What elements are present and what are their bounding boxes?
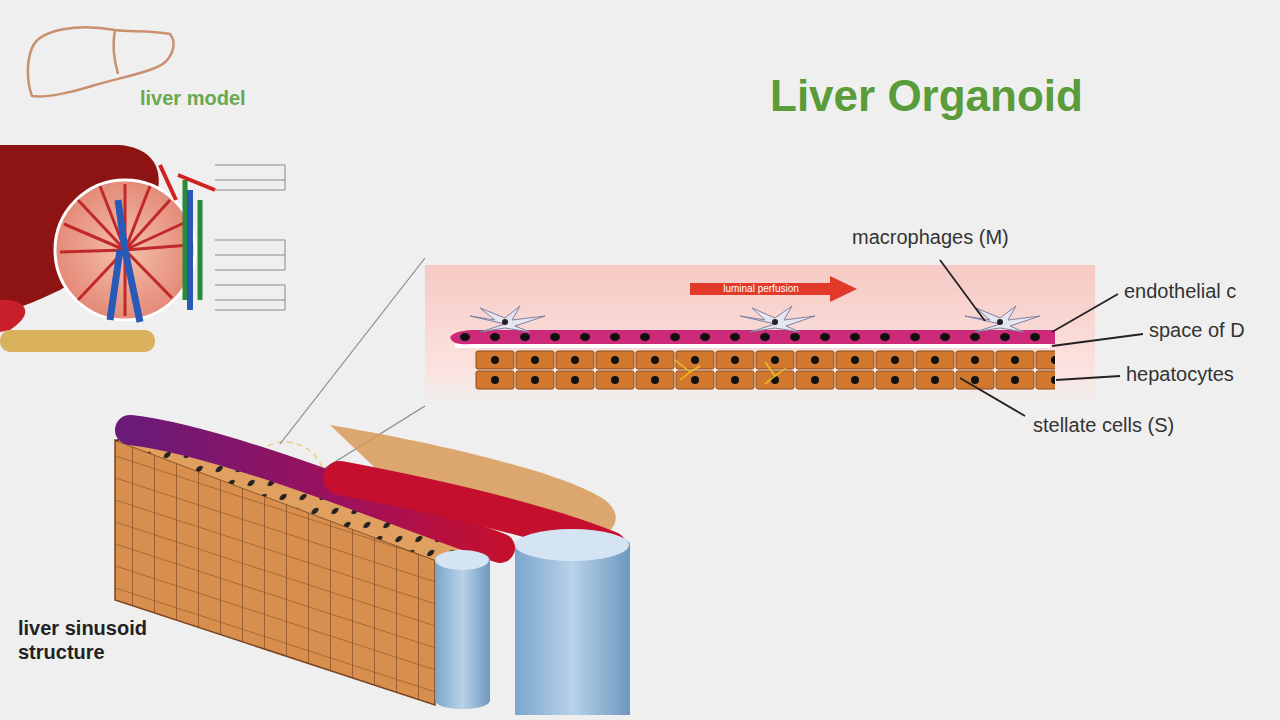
portal-vein [187,190,193,310]
leader-lines [940,260,1143,416]
title: Liver Organoid [770,70,1083,123]
part-label: macrophages (M) [852,225,1009,249]
tissue-bar [0,330,155,352]
part-label: endothelial c [1124,279,1236,303]
hepatic-artery [160,165,215,200]
macrophage-nuclei [502,319,1003,325]
vessel-top [435,550,489,570]
endothelium-layer [450,330,1055,344]
section-label: liver model [140,86,246,110]
perfusion-arrow [690,276,857,302]
arrow-label: luminal perfusion [723,283,799,295]
space-of-disse [455,344,1050,348]
part-label: space of D [1149,318,1245,342]
vessel-top [515,529,629,561]
macrophage-cells [470,306,1040,332]
callout-bracket [215,165,285,310]
part-label: hepatocytes [1126,362,1234,386]
central-vein [110,200,140,322]
vessel-cylinder [435,551,490,709]
zoom-line [280,258,425,444]
hepatocyte-layer [475,350,1055,390]
detail-panel [425,265,1095,405]
liver-icon [28,27,174,96]
stellate-cells [675,360,786,384]
section-label: liver sinusoid structure [18,616,193,664]
part-label: stellate cells (S) [1033,413,1174,437]
liver-edge [0,300,25,332]
